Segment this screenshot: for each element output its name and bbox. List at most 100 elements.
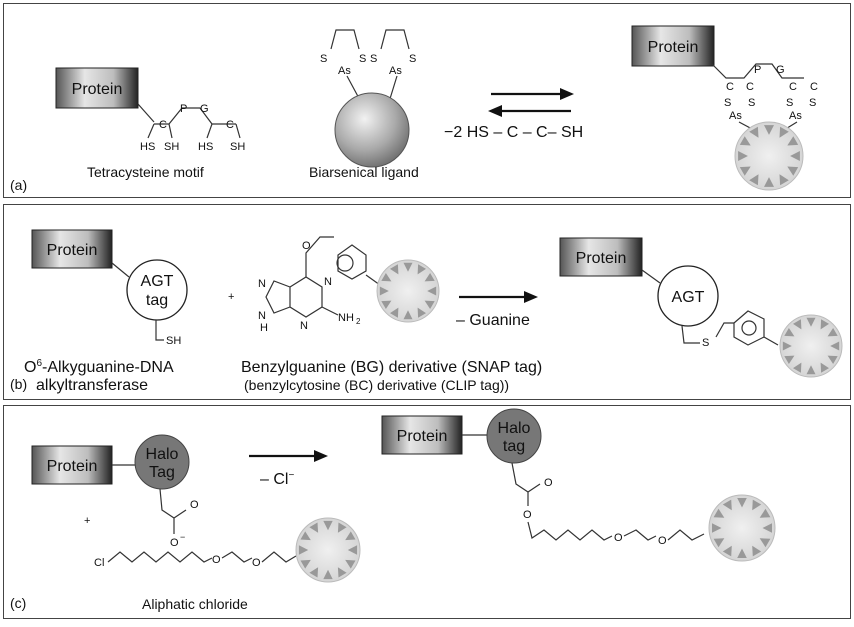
- svg-text:C: C: [810, 81, 818, 93]
- dye-tooth: [827, 328, 838, 337]
- dye-tooth: [759, 538, 771, 548]
- svg-text:HS: HS: [198, 141, 213, 153]
- plus-c: +: [84, 515, 90, 527]
- svg-text:C: C: [226, 119, 234, 131]
- protein-box-b-product: [559, 237, 643, 277]
- dye-tooth: [749, 126, 759, 138]
- agt-product-circle: [657, 265, 719, 327]
- svg-text:P: P: [180, 103, 187, 115]
- dye-tooth: [737, 498, 747, 508]
- product-complex-a: C C P G C C S S S S As As: [711, 63, 818, 131]
- dye-tooth: [830, 341, 840, 351]
- dye-tooth: [381, 273, 392, 282]
- reaction-arrow-c: [249, 450, 328, 462]
- svg-text:H: H: [260, 322, 268, 334]
- svg-text:S: S: [702, 337, 709, 349]
- dye-tooth: [779, 174, 789, 186]
- svg-text:As: As: [338, 65, 351, 77]
- byproduct-c: – Cl−: [260, 470, 294, 488]
- dye-tooth: [827, 355, 838, 364]
- benzylguanine-structure: O N N H N N NH 2: [258, 236, 381, 334]
- dye-tooth: [323, 569, 333, 580]
- fluorophore-dye-b-product: [779, 314, 843, 378]
- svg-text:C: C: [159, 119, 167, 131]
- panel-c: Protein Halo Tag O O − + – Cl− Cl O O Al…: [3, 405, 851, 619]
- svg-text:G: G: [200, 103, 209, 115]
- protein-label-b: Protein: [47, 242, 98, 259]
- dye-tooth: [381, 300, 392, 309]
- dye-tooth: [806, 317, 816, 327]
- dye-tooth: [309, 522, 319, 533]
- dye-tooth: [347, 545, 358, 555]
- product-chain-c: O O O O: [511, 462, 705, 547]
- svg-text:N: N: [324, 276, 332, 288]
- aliphatic-chloride-chain: Cl O O: [94, 551, 297, 569]
- biarsenical-ligand: S S As S S As: [320, 29, 416, 168]
- dye-tooth: [712, 523, 722, 533]
- svg-text:S: S: [809, 97, 816, 109]
- dye-tooth: [749, 174, 759, 186]
- svg-text:O: O: [614, 532, 623, 544]
- protein-box-c-product: [381, 415, 463, 455]
- protein-label-a: Protein: [72, 81, 123, 98]
- dye-tooth: [345, 531, 356, 541]
- dye-tooth: [737, 548, 747, 558]
- dye-tooth: [764, 177, 774, 187]
- dye-tooth: [762, 523, 772, 533]
- byproduct-b: – Guanine: [456, 312, 530, 329]
- panel-letter-b: (b): [10, 376, 27, 392]
- panel-c-figure: Protein Halo Tag O O − + – Cl− Cl O O Al…: [10, 408, 776, 612]
- dye-tooth: [793, 362, 802, 373]
- dye-tooth: [337, 567, 347, 578]
- dye-tooth: [427, 286, 437, 296]
- dye-tooth: [417, 264, 426, 275]
- svg-text:C: C: [726, 81, 734, 93]
- svg-text:O: O: [212, 554, 221, 566]
- panel-a-figure: Protein C P G C HS SH HS SH Tetracystein…: [10, 25, 818, 193]
- motif-label: Tetracysteine motif: [87, 164, 204, 180]
- dye-tooth: [820, 319, 829, 330]
- agt-tag-line1: AGT: [141, 273, 174, 290]
- svg-text:SH: SH: [164, 141, 179, 153]
- halo-product-circle: [486, 408, 542, 464]
- protein-box-a: [55, 67, 139, 109]
- dye-tooth: [752, 499, 762, 511]
- svg-text:2: 2: [356, 317, 361, 326]
- agt-name-line1: O6-Alkyguanine-DNA: [24, 358, 174, 376]
- halo-tag-circle: [134, 434, 190, 490]
- svg-text:SH: SH: [230, 141, 245, 153]
- carboxylate-c: O O −: [159, 488, 199, 549]
- svg-text:HS: HS: [140, 141, 155, 153]
- panel-letter-c: (c): [10, 595, 26, 611]
- halo-tag-line1: Halo: [146, 446, 179, 463]
- dye-tooth: [337, 522, 347, 533]
- svg-text:O: O: [544, 477, 553, 489]
- dye-tooth: [793, 319, 802, 330]
- protein-label-a-product: Protein: [648, 39, 699, 56]
- dye-tooth: [722, 545, 732, 557]
- svg-text:O: O: [302, 240, 311, 252]
- dye-tooth: [752, 545, 762, 557]
- protein-label-b-product: Protein: [576, 250, 627, 267]
- equilibrium-arrows: [488, 88, 574, 117]
- dye-tooth: [820, 362, 829, 373]
- halo-tag-line2: Tag: [149, 464, 175, 481]
- svg-text:O: O: [170, 537, 179, 549]
- dye-tooth: [779, 126, 789, 138]
- agt-product-label: AGT: [672, 289, 705, 306]
- dye-tooth: [739, 136, 751, 146]
- fluorophore-dye-c-product: [708, 494, 776, 562]
- dye-tooth: [417, 307, 426, 318]
- linker-a: [137, 103, 155, 123]
- panel-b: Protein AGT tag SH + O N N H N N NH 2 – …: [3, 204, 851, 400]
- agt-tag-line2: tag: [146, 292, 168, 309]
- svg-text:N: N: [300, 320, 308, 332]
- dye-tooth: [390, 307, 399, 318]
- dye-tooth: [784, 355, 795, 364]
- dye-tooth: [300, 531, 311, 541]
- bc-label: (benzylcytosine (BC) derivative (CLIP ta…: [244, 377, 509, 393]
- fluorophore-dye-a: [734, 121, 804, 191]
- dye-tooth: [424, 300, 435, 309]
- svg-text:N: N: [258, 310, 266, 322]
- dye-tooth: [784, 328, 795, 337]
